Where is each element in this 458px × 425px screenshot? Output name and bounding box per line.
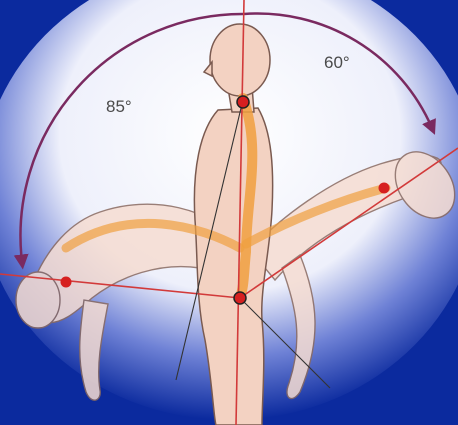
flexed-joint-marker <box>61 277 72 288</box>
flexion-angle-label: 85° <box>106 97 132 116</box>
extension-angle-label: 60° <box>324 53 350 72</box>
upright-head <box>210 24 270 96</box>
c7-joint-marker <box>237 96 249 108</box>
extended-joint-marker <box>379 183 390 194</box>
hip-joint-marker <box>234 292 246 304</box>
flexed-head <box>16 272 60 328</box>
